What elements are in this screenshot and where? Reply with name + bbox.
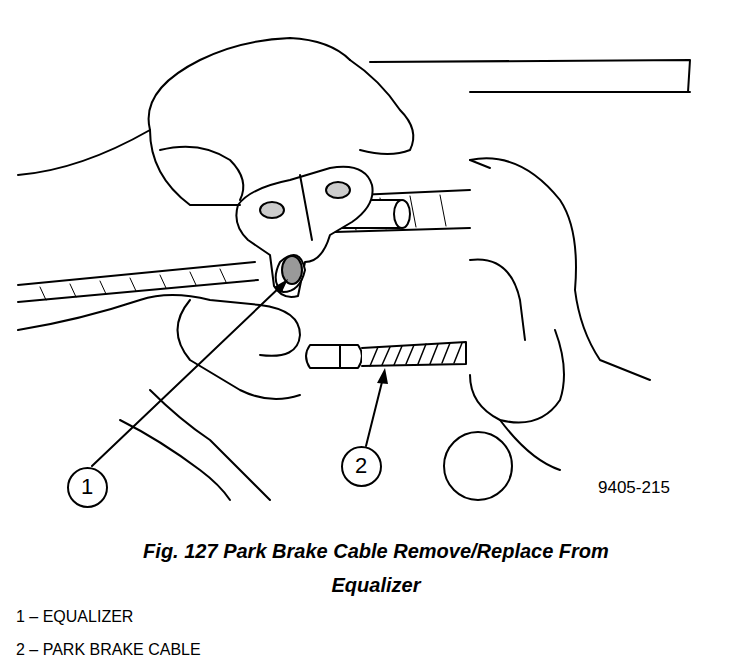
figure-caption: Fig. 127 Park Brake Cable Remove/Replace… [96, 534, 656, 602]
callout-number: 2 [355, 455, 367, 477]
callout-circle: 2 [341, 446, 382, 487]
figure-number: 9405-215 [598, 478, 670, 498]
legend-key: 2 – PARK BRAKE CABLE [16, 641, 201, 659]
legend-key: 1 – EQUALIZER [16, 608, 133, 626]
callout-number: 1 [81, 476, 93, 498]
callout-circle: 1 [67, 467, 108, 508]
